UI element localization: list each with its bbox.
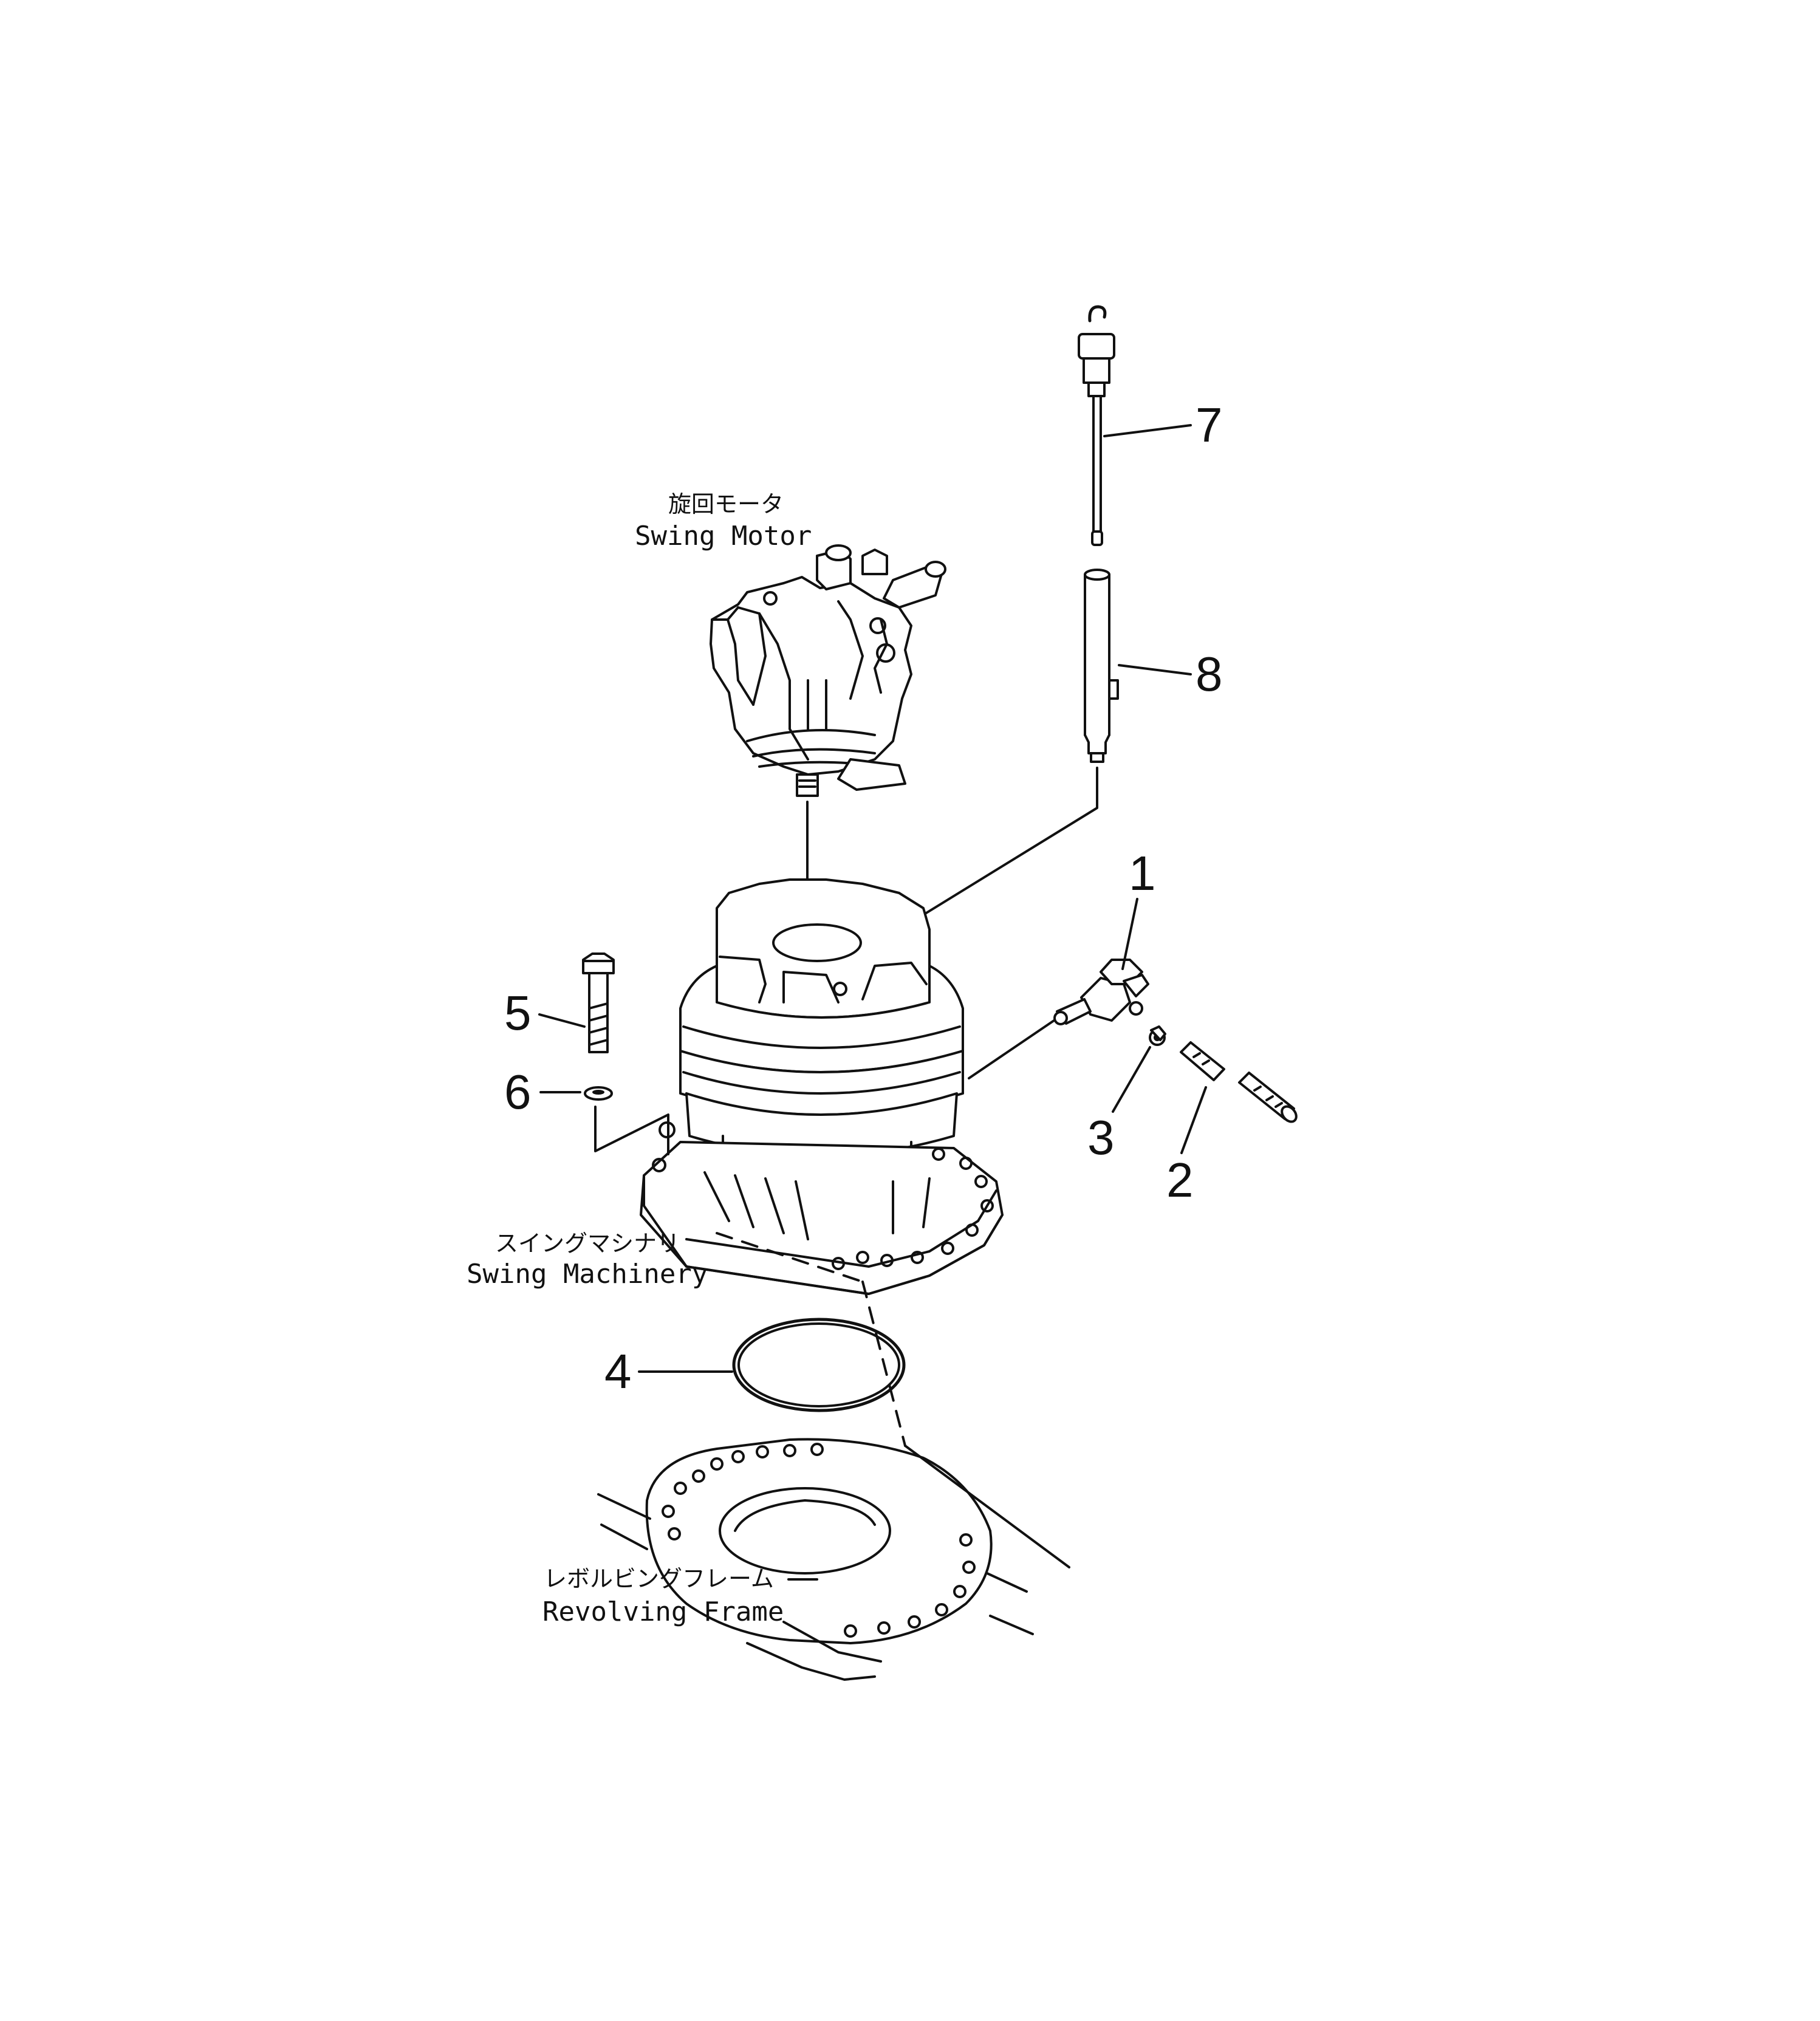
callout-8: 8 (1196, 647, 1223, 701)
swing-motor-illustration (710, 544, 946, 967)
callout-2: 2 (1166, 1153, 1194, 1207)
hose-clamp-part-3 (1149, 1025, 1166, 1046)
revolving-frame-illustration (597, 1281, 1070, 1681)
swing-machinery-label-jp: スイングマシナリ (495, 1230, 680, 1257)
callout-6: 6 (504, 1065, 532, 1119)
callout-5: 5 (504, 986, 532, 1040)
swing-machinery-label-en: Swing Machinery (467, 1259, 708, 1290)
callout-leaders (538, 424, 1207, 1373)
swing-motor-label-jp: 旋回モータ (668, 491, 784, 518)
drain-fitting-part-1 (968, 959, 1149, 1079)
callout-3: 3 (1087, 1110, 1115, 1164)
hose-part-2 (1180, 1041, 1298, 1123)
revolving-frame-label-en: Revolving Frame (542, 1596, 784, 1627)
callout-7: 7 (1196, 398, 1223, 452)
washer-part-6 (584, 1086, 669, 1155)
dipstick-part-7 (1078, 305, 1115, 546)
bolt-part-5 (582, 952, 615, 1053)
o-ring-part-4 (732, 1318, 906, 1412)
swing-machinery-illustration (640, 878, 1004, 1295)
revolving-frame-label-jp: レボルビングフレーム (544, 1565, 774, 1592)
swing-motor-label-en: Swing Motor (635, 521, 812, 552)
callout-4: 4 (604, 1344, 632, 1398)
callout-1: 1 (1129, 846, 1156, 900)
